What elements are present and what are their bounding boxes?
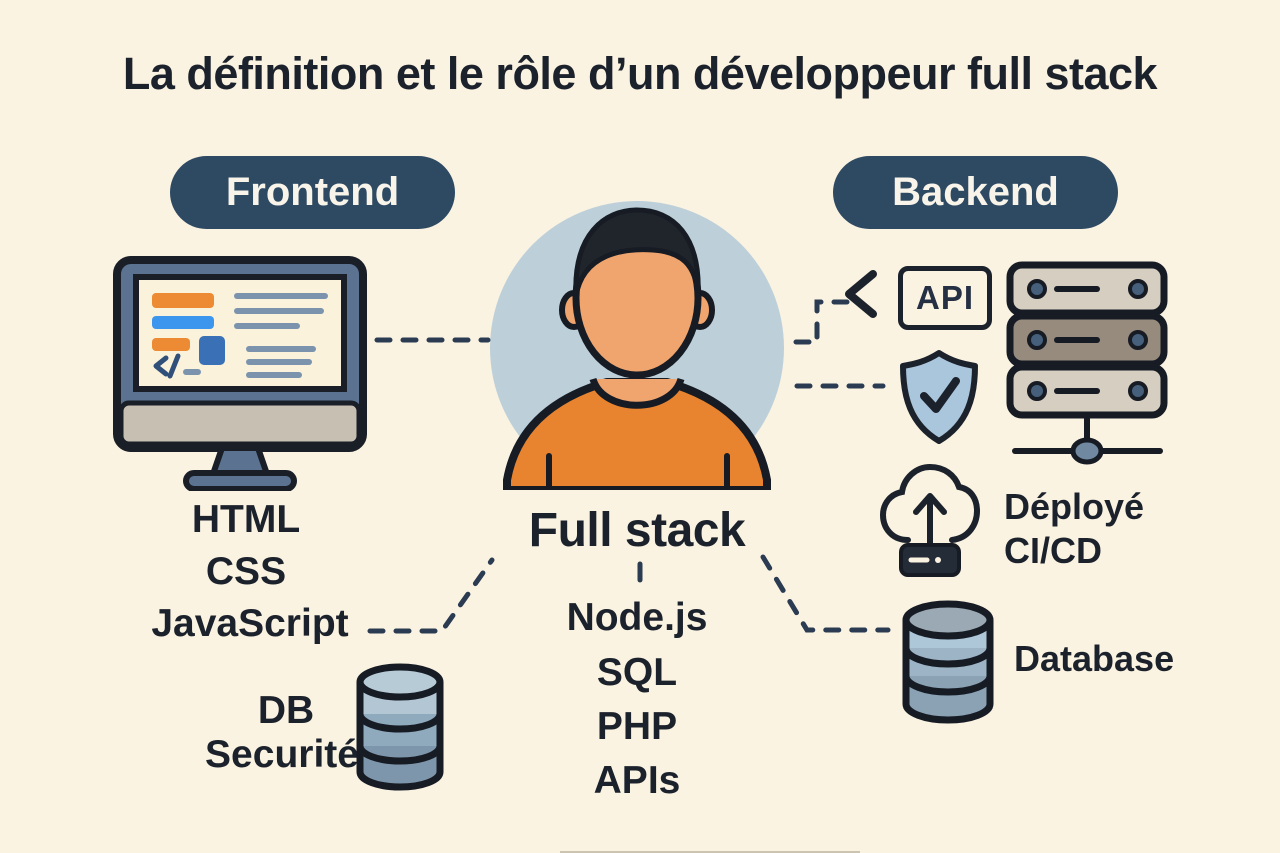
api-badge-label: API — [915, 279, 974, 316]
connector-avatar-api — [793, 299, 851, 345]
center-skill-apis: APIs — [593, 759, 681, 802]
chevron-left-icon — [845, 270, 877, 318]
page-title: La définition et le rôle d’un développeu… — [122, 48, 1158, 99]
frontend-skill-html: HTML — [191, 498, 301, 541]
database-icon — [356, 663, 444, 791]
server-stack-icon — [1006, 261, 1168, 465]
center-skill-nodejs: Node.js — [566, 596, 708, 639]
frontend-skill-javascript: JavaScript — [151, 602, 349, 645]
frontend-skill-securite: Securité — [205, 733, 359, 776]
deploy-label-line2: CI/CD — [1004, 530, 1102, 571]
frontend-skill-css: CSS — [205, 550, 287, 593]
connector-monitor-avatar — [374, 337, 491, 343]
center-skill-sql: SQL — [596, 651, 678, 694]
fullstack-label: Full stack — [528, 504, 746, 557]
frontend-pill-label: Frontend — [225, 170, 400, 214]
backend-pill-label: Backend — [892, 170, 1059, 214]
monitor-icon — [113, 256, 367, 491]
developer-avatar — [490, 201, 784, 490]
database-label: Database — [1014, 638, 1175, 679]
connector-javascript-fullstack — [367, 557, 495, 634]
connector-fullstack-tick — [637, 561, 643, 583]
center-skill-php: PHP — [596, 705, 678, 748]
shield-check-icon — [900, 350, 978, 444]
connector-avatar-shield — [794, 383, 886, 389]
api-badge: API — [898, 266, 992, 330]
database-icon — [902, 600, 994, 724]
backend-pill: Backend — [833, 156, 1118, 229]
connector-fullstack-database — [760, 554, 891, 633]
frontend-pill: Frontend — [170, 156, 455, 229]
frontend-skill-db: DB — [257, 689, 315, 732]
bottom-edge-artifact — [560, 851, 860, 853]
cloud-upload-icon — [879, 463, 981, 577]
deploy-label-line1: Déployé — [1004, 486, 1145, 527]
